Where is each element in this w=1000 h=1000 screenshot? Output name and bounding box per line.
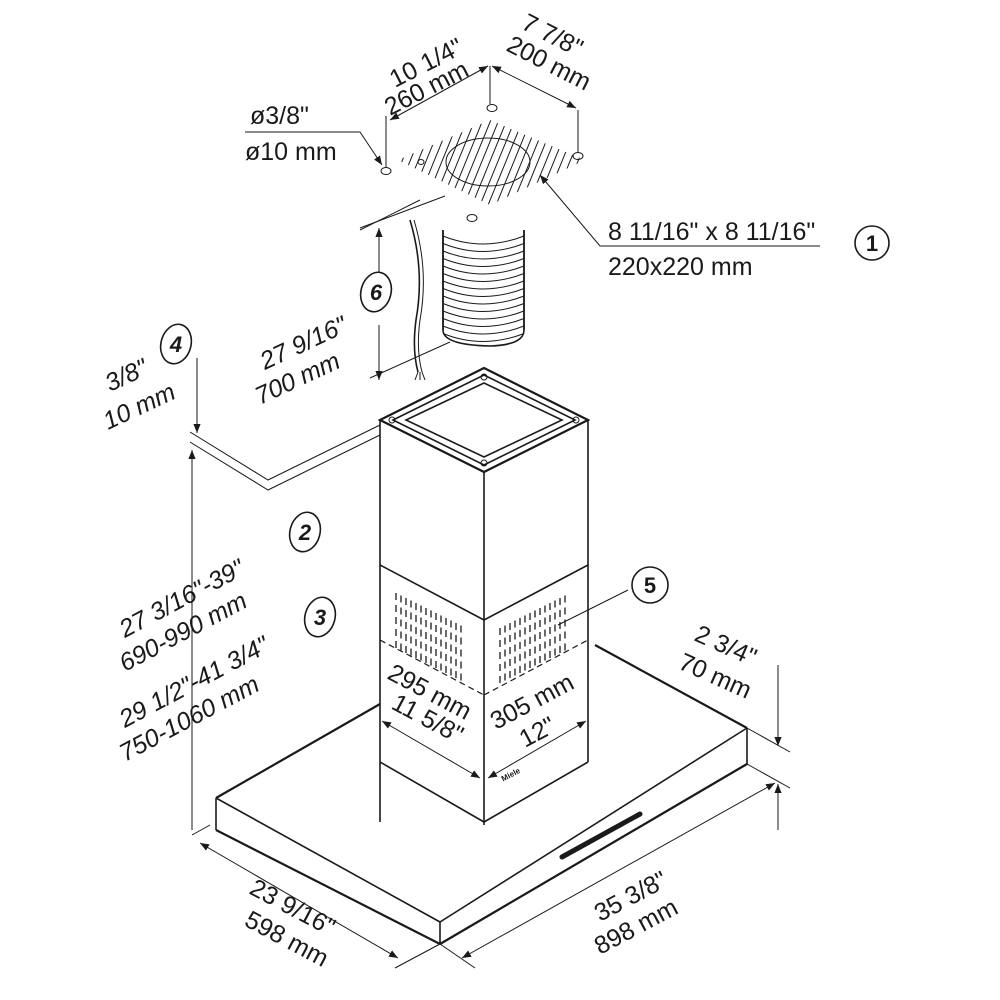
hose-ring (442, 303, 525, 312)
hose-ring (442, 265, 525, 275)
canopy-height-dimension (746, 665, 791, 830)
hose-length-dimension (359, 195, 451, 380)
hose-ring (442, 288, 525, 297)
callout-4: 4 (159, 323, 193, 365)
canopy-depth-dimension (191, 824, 441, 969)
hatch-line (604, 105, 649, 215)
mount-hole (466, 214, 478, 222)
hose-ring (442, 273, 525, 282)
ceiling-gap-dimension (188, 358, 381, 830)
svg-text:1: 1 (866, 231, 878, 256)
chimney: Miele (377, 366, 591, 825)
label-hole-diameter-mm: ø10 mm (245, 138, 337, 166)
hatch-line (588, 105, 633, 215)
hose-ring (442, 310, 525, 320)
hose-ring (442, 333, 525, 342)
svg-text:3: 3 (314, 605, 326, 630)
chimney-depth-dimension (381, 720, 481, 779)
mount-hole (380, 167, 392, 175)
hatch-line (332, 105, 377, 215)
hose-ring (442, 243, 525, 252)
hatch-line (612, 105, 657, 215)
mount-hole (486, 104, 498, 112)
hose-ring (442, 295, 525, 305)
vent-grille-left (395, 593, 462, 681)
svg-text:4: 4 (169, 332, 182, 357)
hose-ring (442, 250, 525, 260)
svg-text:5: 5 (644, 573, 656, 598)
duct-opening-hatch (332, 105, 657, 215)
svg-text:2: 2 (298, 520, 312, 545)
vent-grille-right (499, 595, 566, 683)
hose-ring (442, 258, 525, 267)
label-duct-area-mm: 220x220 mm (608, 253, 753, 281)
callout-5: 5 (557, 566, 669, 626)
mount-hole (572, 152, 584, 160)
callout-6: 6 (359, 271, 393, 313)
exhaust-hose (442, 230, 525, 347)
hose-ring (442, 235, 525, 245)
chimney-width-dimension (487, 720, 587, 779)
svg-text:6: 6 (370, 280, 383, 305)
hatch-line (579, 120, 585, 205)
label-hole-diameter-in: ø3/8" (250, 102, 309, 130)
label-duct-area-in: 8 11/16" x 8 11/16" (608, 218, 815, 246)
power-cable (409, 219, 426, 381)
mount-hole (417, 159, 425, 165)
canopy-width-dimension (439, 782, 776, 969)
hose-ring (442, 325, 525, 335)
callout-1: 1 (854, 225, 890, 261)
callout-3: 3 (303, 596, 337, 638)
hose-ring (442, 280, 525, 290)
hose-ring (442, 318, 525, 327)
hatch-line (596, 105, 641, 215)
callout-2: 2 (288, 511, 322, 553)
